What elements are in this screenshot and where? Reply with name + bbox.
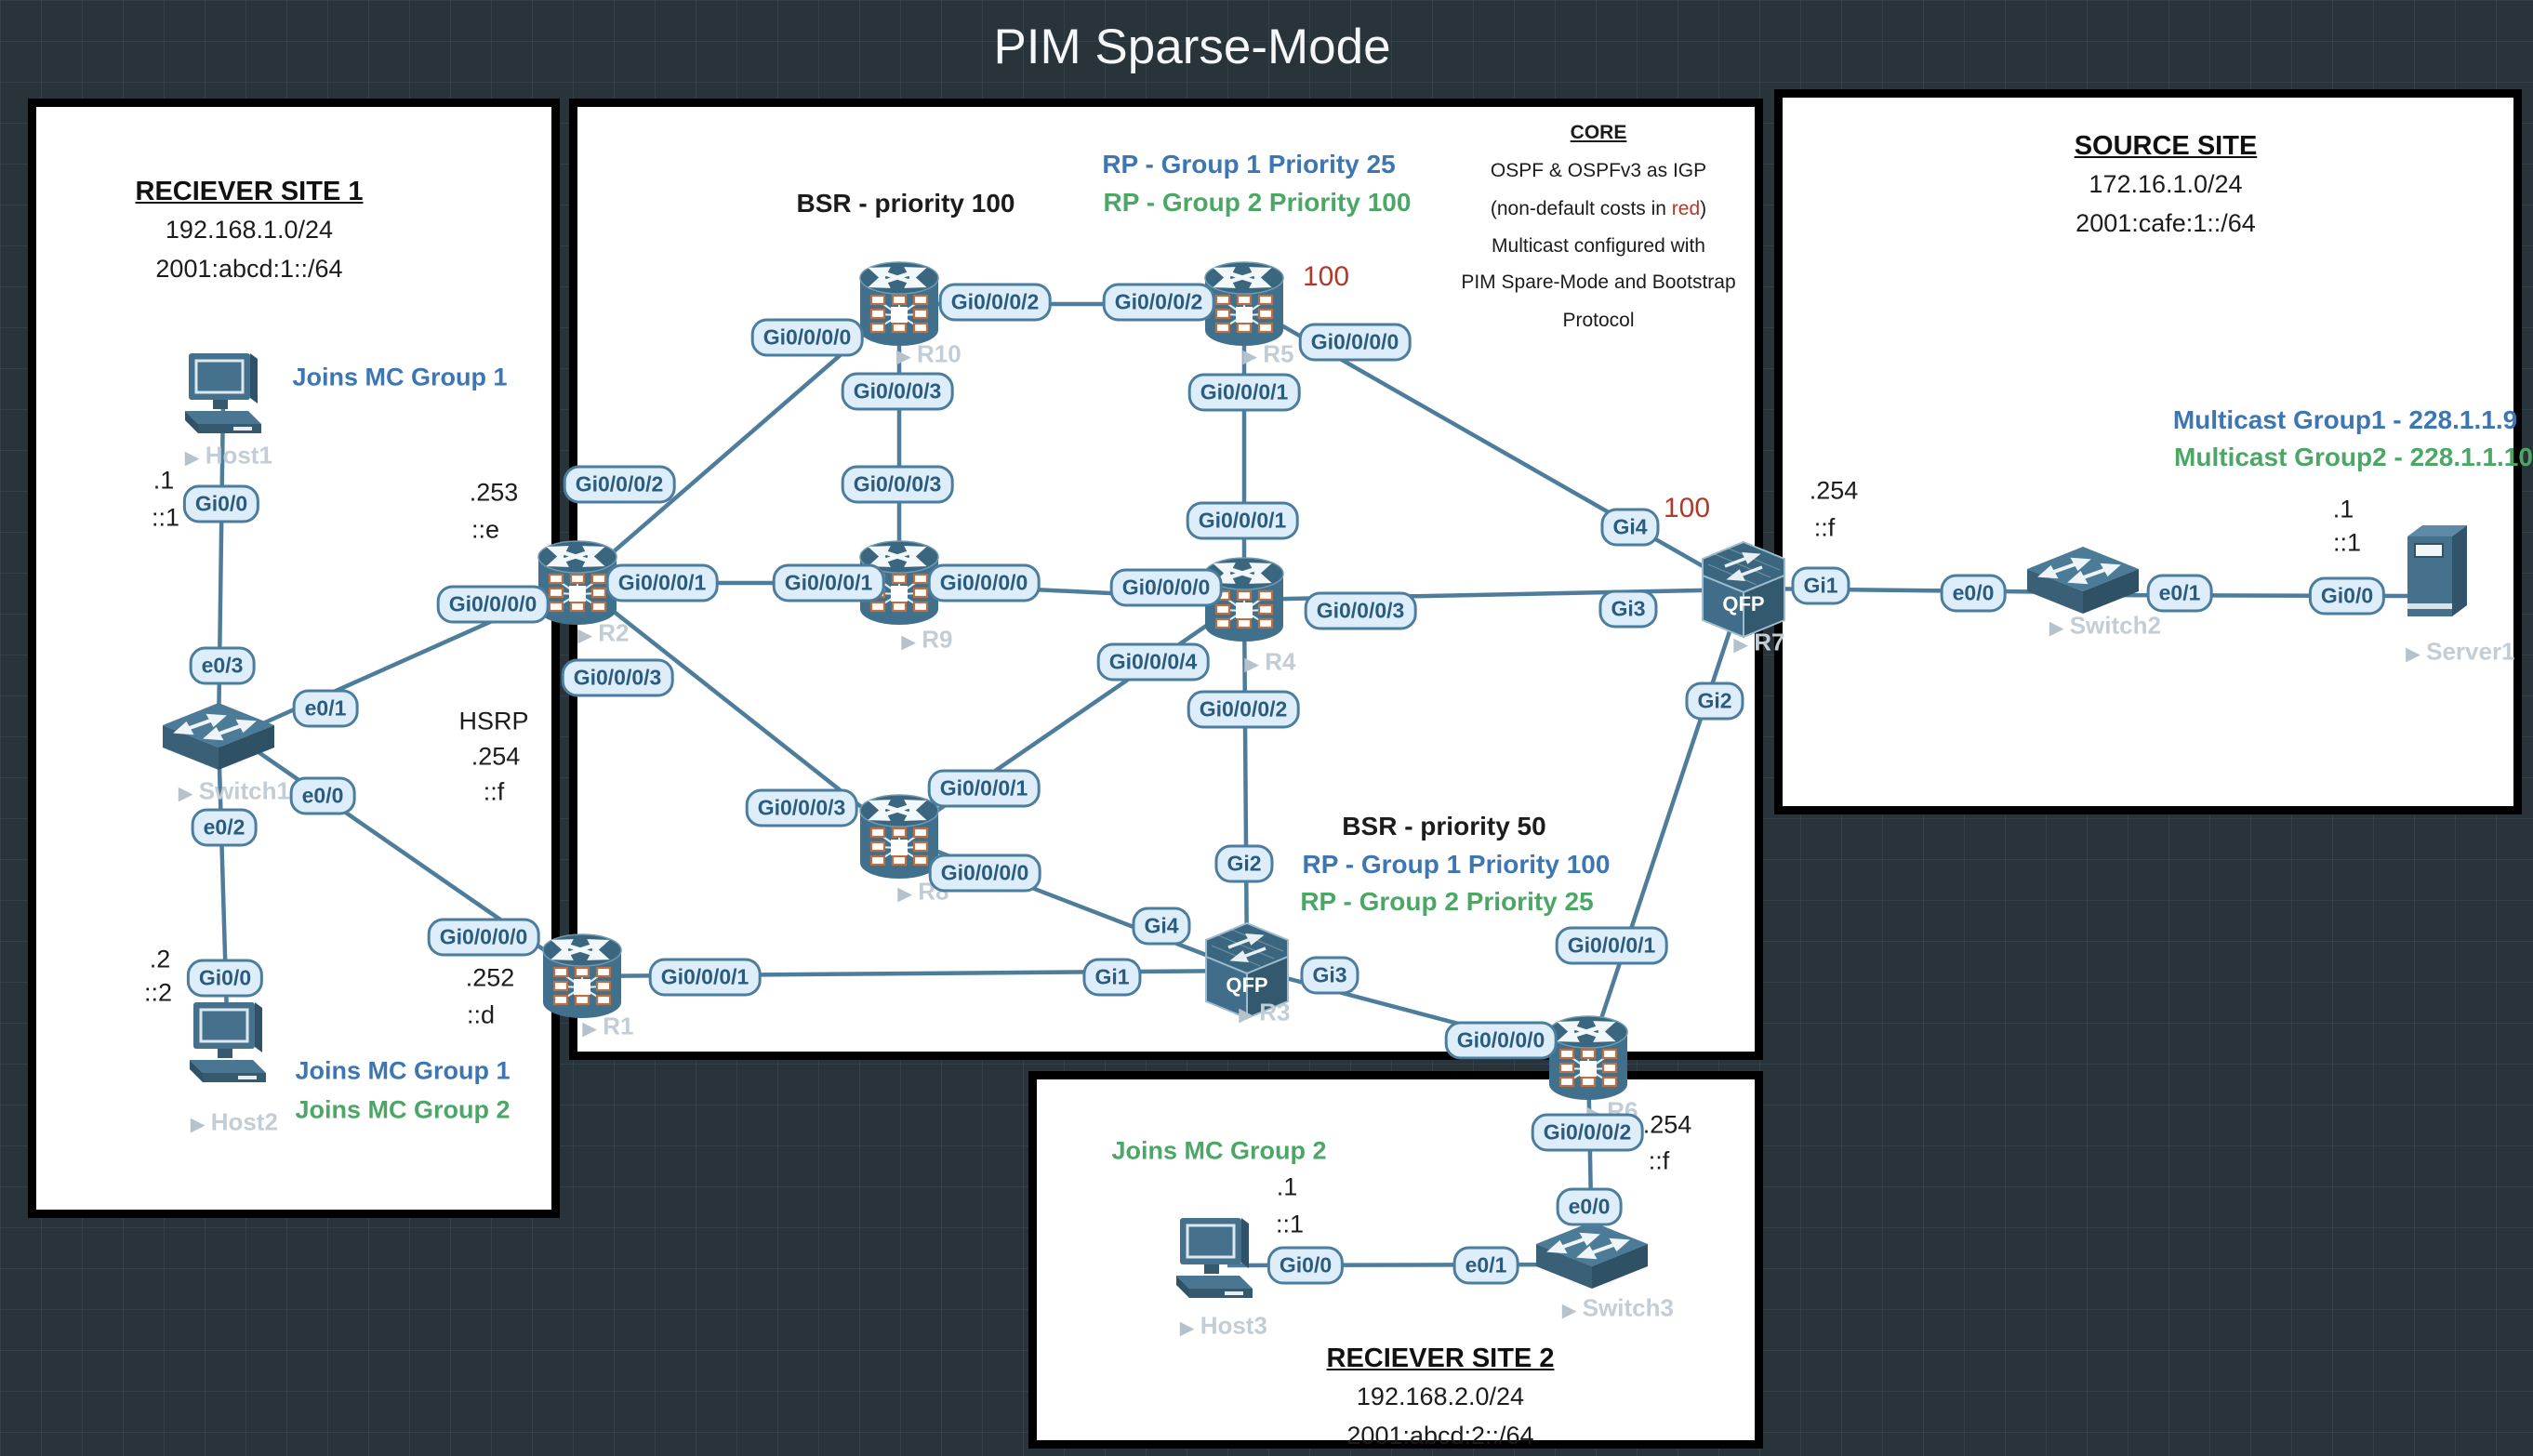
nodes-layer xyxy=(161,262,2468,1300)
node-r2[interactable] xyxy=(538,541,617,625)
receiver-site-1-panel: RECIEVER SITE 1 192.168.1.0/24 2001:abcd… xyxy=(28,99,560,1218)
node-r10[interactable] xyxy=(860,262,938,346)
hexrouter-icon xyxy=(1701,540,1786,639)
switch-icon xyxy=(161,701,276,772)
link-switch3-host3 xyxy=(1227,1262,1572,1268)
source-site-title: SOURCE SITE xyxy=(2074,131,2258,161)
host-icon xyxy=(1174,1216,1254,1300)
receiver-site-1-ipv4-subnet: 192.168.1.0/24 xyxy=(165,216,334,244)
node-r5[interactable] xyxy=(1205,262,1283,346)
link-switch1-host2 xyxy=(216,735,231,1050)
links-layer xyxy=(216,301,2419,1268)
link-r4-r7 xyxy=(1243,587,1744,602)
link-switch1-r2 xyxy=(245,580,578,734)
link-r2-r8 xyxy=(576,581,901,839)
router-icon xyxy=(1549,1016,1627,1100)
switch-icon xyxy=(2025,545,2141,615)
receiver-site-2-title: RECIEVER SITE 2 xyxy=(1326,1343,1555,1373)
receiver-site-1-title: RECIEVER SITE 1 xyxy=(135,177,364,206)
link-r9-r4 xyxy=(898,580,1245,602)
link-switch1-r1 xyxy=(245,742,584,978)
link-r1-r3 xyxy=(581,968,1248,979)
source-site-panel: SOURCE SITE 172.16.1.0/24 2001:cafe:1::/… xyxy=(1774,89,2522,814)
link-r6-r7 xyxy=(1585,589,1746,1059)
router-icon xyxy=(538,541,617,625)
node-r9[interactable] xyxy=(860,541,938,625)
node-r6[interactable] xyxy=(1549,1016,1627,1100)
receiver-site-2-header: RECIEVER SITE 2 192.168.2.0/24 2001:abcd… xyxy=(1254,1340,1626,1455)
hexrouter-icon xyxy=(1204,921,1290,1020)
router-icon xyxy=(543,934,621,1018)
source-site-ipv4-subnet: 172.16.1.0/24 xyxy=(2089,170,2243,198)
node-r3[interactable] xyxy=(1204,921,1290,1020)
node-host3[interactable] xyxy=(1174,1216,1254,1300)
switch-icon xyxy=(1534,1220,1650,1291)
receiver-site-2-ipv4-subnet: 192.168.2.0/24 xyxy=(1356,1383,1525,1410)
source-site-ipv6-subnet: 2001:cafe:1::/64 xyxy=(2075,209,2256,237)
server-icon xyxy=(2407,524,2468,617)
node-host2[interactable] xyxy=(188,1000,268,1084)
node-server1[interactable] xyxy=(2407,524,2468,617)
router-icon xyxy=(860,795,938,879)
node-switch3[interactable] xyxy=(1534,1220,1650,1291)
router-icon xyxy=(860,262,938,346)
link-host1-switch1 xyxy=(216,399,226,737)
node-r7[interactable] xyxy=(1701,540,1786,639)
router-icon xyxy=(1205,558,1283,642)
link-r3-r6 xyxy=(1271,972,1589,1061)
node-switch2[interactable] xyxy=(2025,545,2141,615)
node-r8[interactable] xyxy=(860,795,938,879)
node-switch1[interactable] xyxy=(161,701,276,772)
router-icon xyxy=(860,541,938,625)
node-host1[interactable] xyxy=(183,351,263,435)
host-icon xyxy=(188,1000,268,1084)
receiver-site-1-header: RECIEVER SITE 1 192.168.1.0/24 2001:abcd… xyxy=(63,173,435,288)
receiver-site-2-ipv6-subnet: 2001:abcd:2::/64 xyxy=(1346,1422,1534,1449)
receiver-site-1-ipv6-subnet: 2001:abcd:1::/64 xyxy=(155,255,343,283)
node-r1[interactable] xyxy=(543,934,621,1018)
link-r2-r10 xyxy=(576,302,901,585)
link-r8-r3 xyxy=(898,834,1248,973)
host-icon xyxy=(183,351,263,435)
link-r4-r8 xyxy=(897,598,1246,839)
link-r4-r3 xyxy=(1241,599,1250,972)
source-site-header: SOURCE SITE 172.16.1.0/24 2001:cafe:1::/… xyxy=(1980,127,2352,243)
link-switch2-server1 xyxy=(2089,592,2419,599)
diagram-title: PIM Sparse-Mode xyxy=(993,20,1391,74)
node-r4[interactable] xyxy=(1205,558,1283,642)
link-r5-r7 xyxy=(1242,302,1745,591)
router-icon xyxy=(1205,262,1283,346)
